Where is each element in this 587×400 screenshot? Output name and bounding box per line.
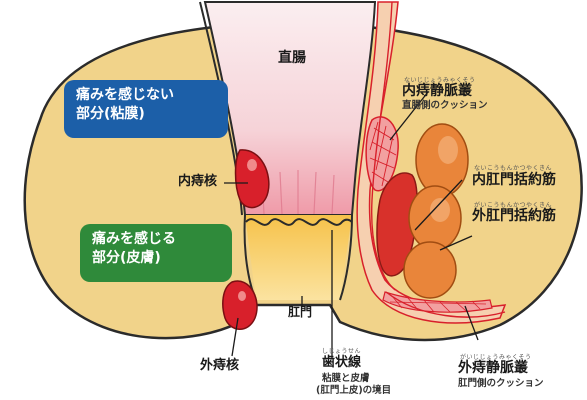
callout-pain-line1: 痛みを感じる xyxy=(92,230,220,249)
callout-no-pain: 痛みを感じない 部分(粘膜) xyxy=(64,80,228,138)
ruby-dentate-line: しじょうせん xyxy=(322,346,361,355)
callout-pain: 痛みを感じる 部分(皮膚) xyxy=(80,224,232,282)
external-sphincter-lobe-3 xyxy=(404,242,456,298)
dentate-line-desc-1: 粘膜と皮膚 xyxy=(322,373,370,385)
external-hemorrhoid-shape xyxy=(223,281,257,329)
label-external-sphincter: 外肛門括約筋 xyxy=(472,208,556,224)
ruby-internal-sphincter: ないこうもんかつやくきん xyxy=(474,163,552,172)
callout-no-pain-line2: 部分(粘膜) xyxy=(76,105,216,124)
label-internal-plexus: 内痔静脈叢 xyxy=(402,83,472,99)
internal-plexus-desc: 直腸側のクッション xyxy=(402,100,488,112)
label-external-plexus: 外痔静脈叢 xyxy=(458,360,528,376)
callout-no-pain-line1: 痛みを感じない xyxy=(76,86,216,105)
label-internal-hemorrhoid: 内痔核 xyxy=(178,175,217,190)
callout-pain-line2: 部分(皮膚) xyxy=(92,249,220,268)
label-external-hemorrhoid: 外痔核 xyxy=(200,359,239,374)
label-internal-sphincter: 内肛門括約筋 xyxy=(472,172,556,188)
anal-canal xyxy=(245,215,352,300)
external-plexus-desc: 肛門側のクッション xyxy=(458,378,544,390)
label-dentate-line: 歯状線 xyxy=(322,356,361,371)
label-rectum: 直腸 xyxy=(278,50,306,66)
dentate-line-desc-2: (肛門上皮)の境目 xyxy=(316,385,391,397)
label-anus: 肛門 xyxy=(288,306,312,320)
